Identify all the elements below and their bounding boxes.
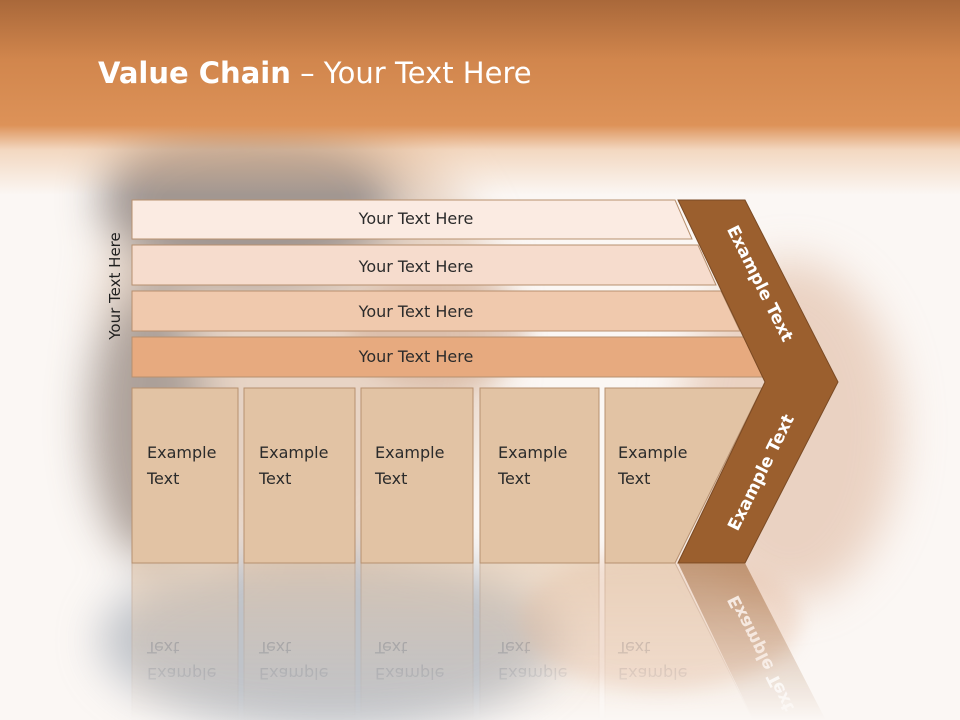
support-bar-3 xyxy=(131,290,741,332)
reflection-box-3-line1: Example xyxy=(375,664,444,683)
reflection-box-2-line2: Text xyxy=(258,638,291,657)
slide-title: Value Chain – Your Text Here xyxy=(98,56,532,90)
activity-box-1 xyxy=(131,387,239,564)
reflection-box-5-line1: Example xyxy=(618,664,687,683)
reflection-box-1-line1: Example xyxy=(147,664,216,683)
activity-box-1-line2: Text xyxy=(146,469,179,488)
reflection-box-4-line1: Example xyxy=(498,664,567,683)
title-rest: – Your Text Here xyxy=(290,56,532,90)
reflection-box-4-line2: Text xyxy=(497,638,530,657)
support-bar-label-1: Your Text Here xyxy=(358,209,474,228)
reflection-box-2-line1: Example xyxy=(259,664,328,683)
activity-box-1-line1: Example xyxy=(147,443,216,462)
activity-box-2 xyxy=(243,387,356,564)
activity-box-2-line1: Example xyxy=(259,443,328,462)
reflection-box-5-line2: Text xyxy=(617,638,650,657)
support-bar-1 xyxy=(131,199,693,240)
activity-box-5-line2: Text xyxy=(617,469,650,488)
reflection-box-3-line2: Text xyxy=(374,638,407,657)
activity-box-3-line2: Text xyxy=(374,469,407,488)
support-bar-2 xyxy=(131,244,717,286)
activity-box-3-line1: Example xyxy=(375,443,444,462)
activity-box-3 xyxy=(360,387,474,564)
support-bar-label-2: Your Text Here xyxy=(358,257,474,276)
header-band xyxy=(0,0,960,200)
activity-box-4-line1: Example xyxy=(498,443,567,462)
activity-box-2-line2: Text xyxy=(258,469,291,488)
activity-box-4 xyxy=(479,387,600,564)
title-bold: Value Chain xyxy=(98,56,291,90)
activity-box-4-line2: Text xyxy=(497,469,530,488)
reflection-box-1-line2: Text xyxy=(146,638,179,657)
support-bar-label-3: Your Text Here xyxy=(358,302,474,321)
support-bar-label-4: Your Text Here xyxy=(358,347,474,366)
activity-box-5-line1: Example xyxy=(618,443,687,462)
diagram-reflection: Example Text Example Text Example Text E… xyxy=(131,562,826,720)
